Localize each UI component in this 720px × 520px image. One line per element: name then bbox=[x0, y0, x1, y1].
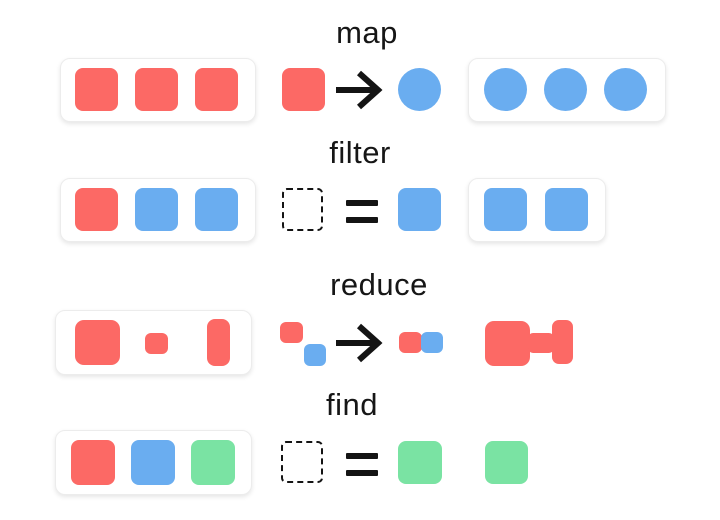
find-input-item-3 bbox=[191, 440, 235, 485]
reduce-input-item-1 bbox=[75, 320, 120, 365]
reduce-arrow-icon bbox=[334, 321, 386, 365]
map-input-item-3 bbox=[195, 68, 238, 111]
map-callback-input bbox=[282, 68, 325, 111]
map-arrow-icon bbox=[334, 68, 386, 112]
row-label-map: map bbox=[336, 15, 398, 50]
filter-input-item-3 bbox=[195, 188, 238, 231]
reduce-merged-right bbox=[421, 332, 443, 353]
find-predicate-value bbox=[398, 441, 442, 484]
filter-input-item-1 bbox=[75, 188, 118, 231]
row-label-reduce: reduce bbox=[330, 267, 428, 302]
find-equals-top bbox=[346, 453, 378, 459]
reduce-next-item bbox=[304, 344, 326, 366]
map-output-item-3 bbox=[604, 68, 647, 111]
map-output-item-2 bbox=[544, 68, 587, 111]
reduce-merged-left bbox=[399, 332, 422, 353]
map-callback-output bbox=[398, 68, 441, 111]
filter-predicate-slot bbox=[282, 188, 323, 231]
filter-input-item-2 bbox=[135, 188, 178, 231]
find-input-item-1 bbox=[71, 440, 115, 485]
reduce-input-item-3 bbox=[207, 319, 230, 366]
reduce-accumulator bbox=[280, 322, 303, 343]
map-input-item-2 bbox=[135, 68, 178, 111]
reduce-result-tall bbox=[552, 320, 573, 364]
reduce-result-connector bbox=[528, 333, 554, 353]
reduce-input-item-2 bbox=[145, 333, 168, 354]
find-equals-bottom bbox=[346, 470, 378, 476]
row-label-filter: filter bbox=[329, 135, 391, 170]
find-predicate-slot bbox=[281, 441, 323, 483]
filter-output-item-1 bbox=[484, 188, 527, 231]
reduce-result-big bbox=[485, 321, 530, 366]
find-result bbox=[485, 441, 528, 484]
map-input-item-1 bbox=[75, 68, 118, 111]
filter-equals-bottom bbox=[346, 217, 378, 223]
filter-output-item-2 bbox=[545, 188, 588, 231]
row-label-find: find bbox=[326, 387, 378, 422]
filter-equals-top bbox=[346, 200, 378, 206]
filter-predicate-value bbox=[398, 188, 441, 231]
find-input-item-2 bbox=[131, 440, 175, 485]
map-output-item-1 bbox=[484, 68, 527, 111]
